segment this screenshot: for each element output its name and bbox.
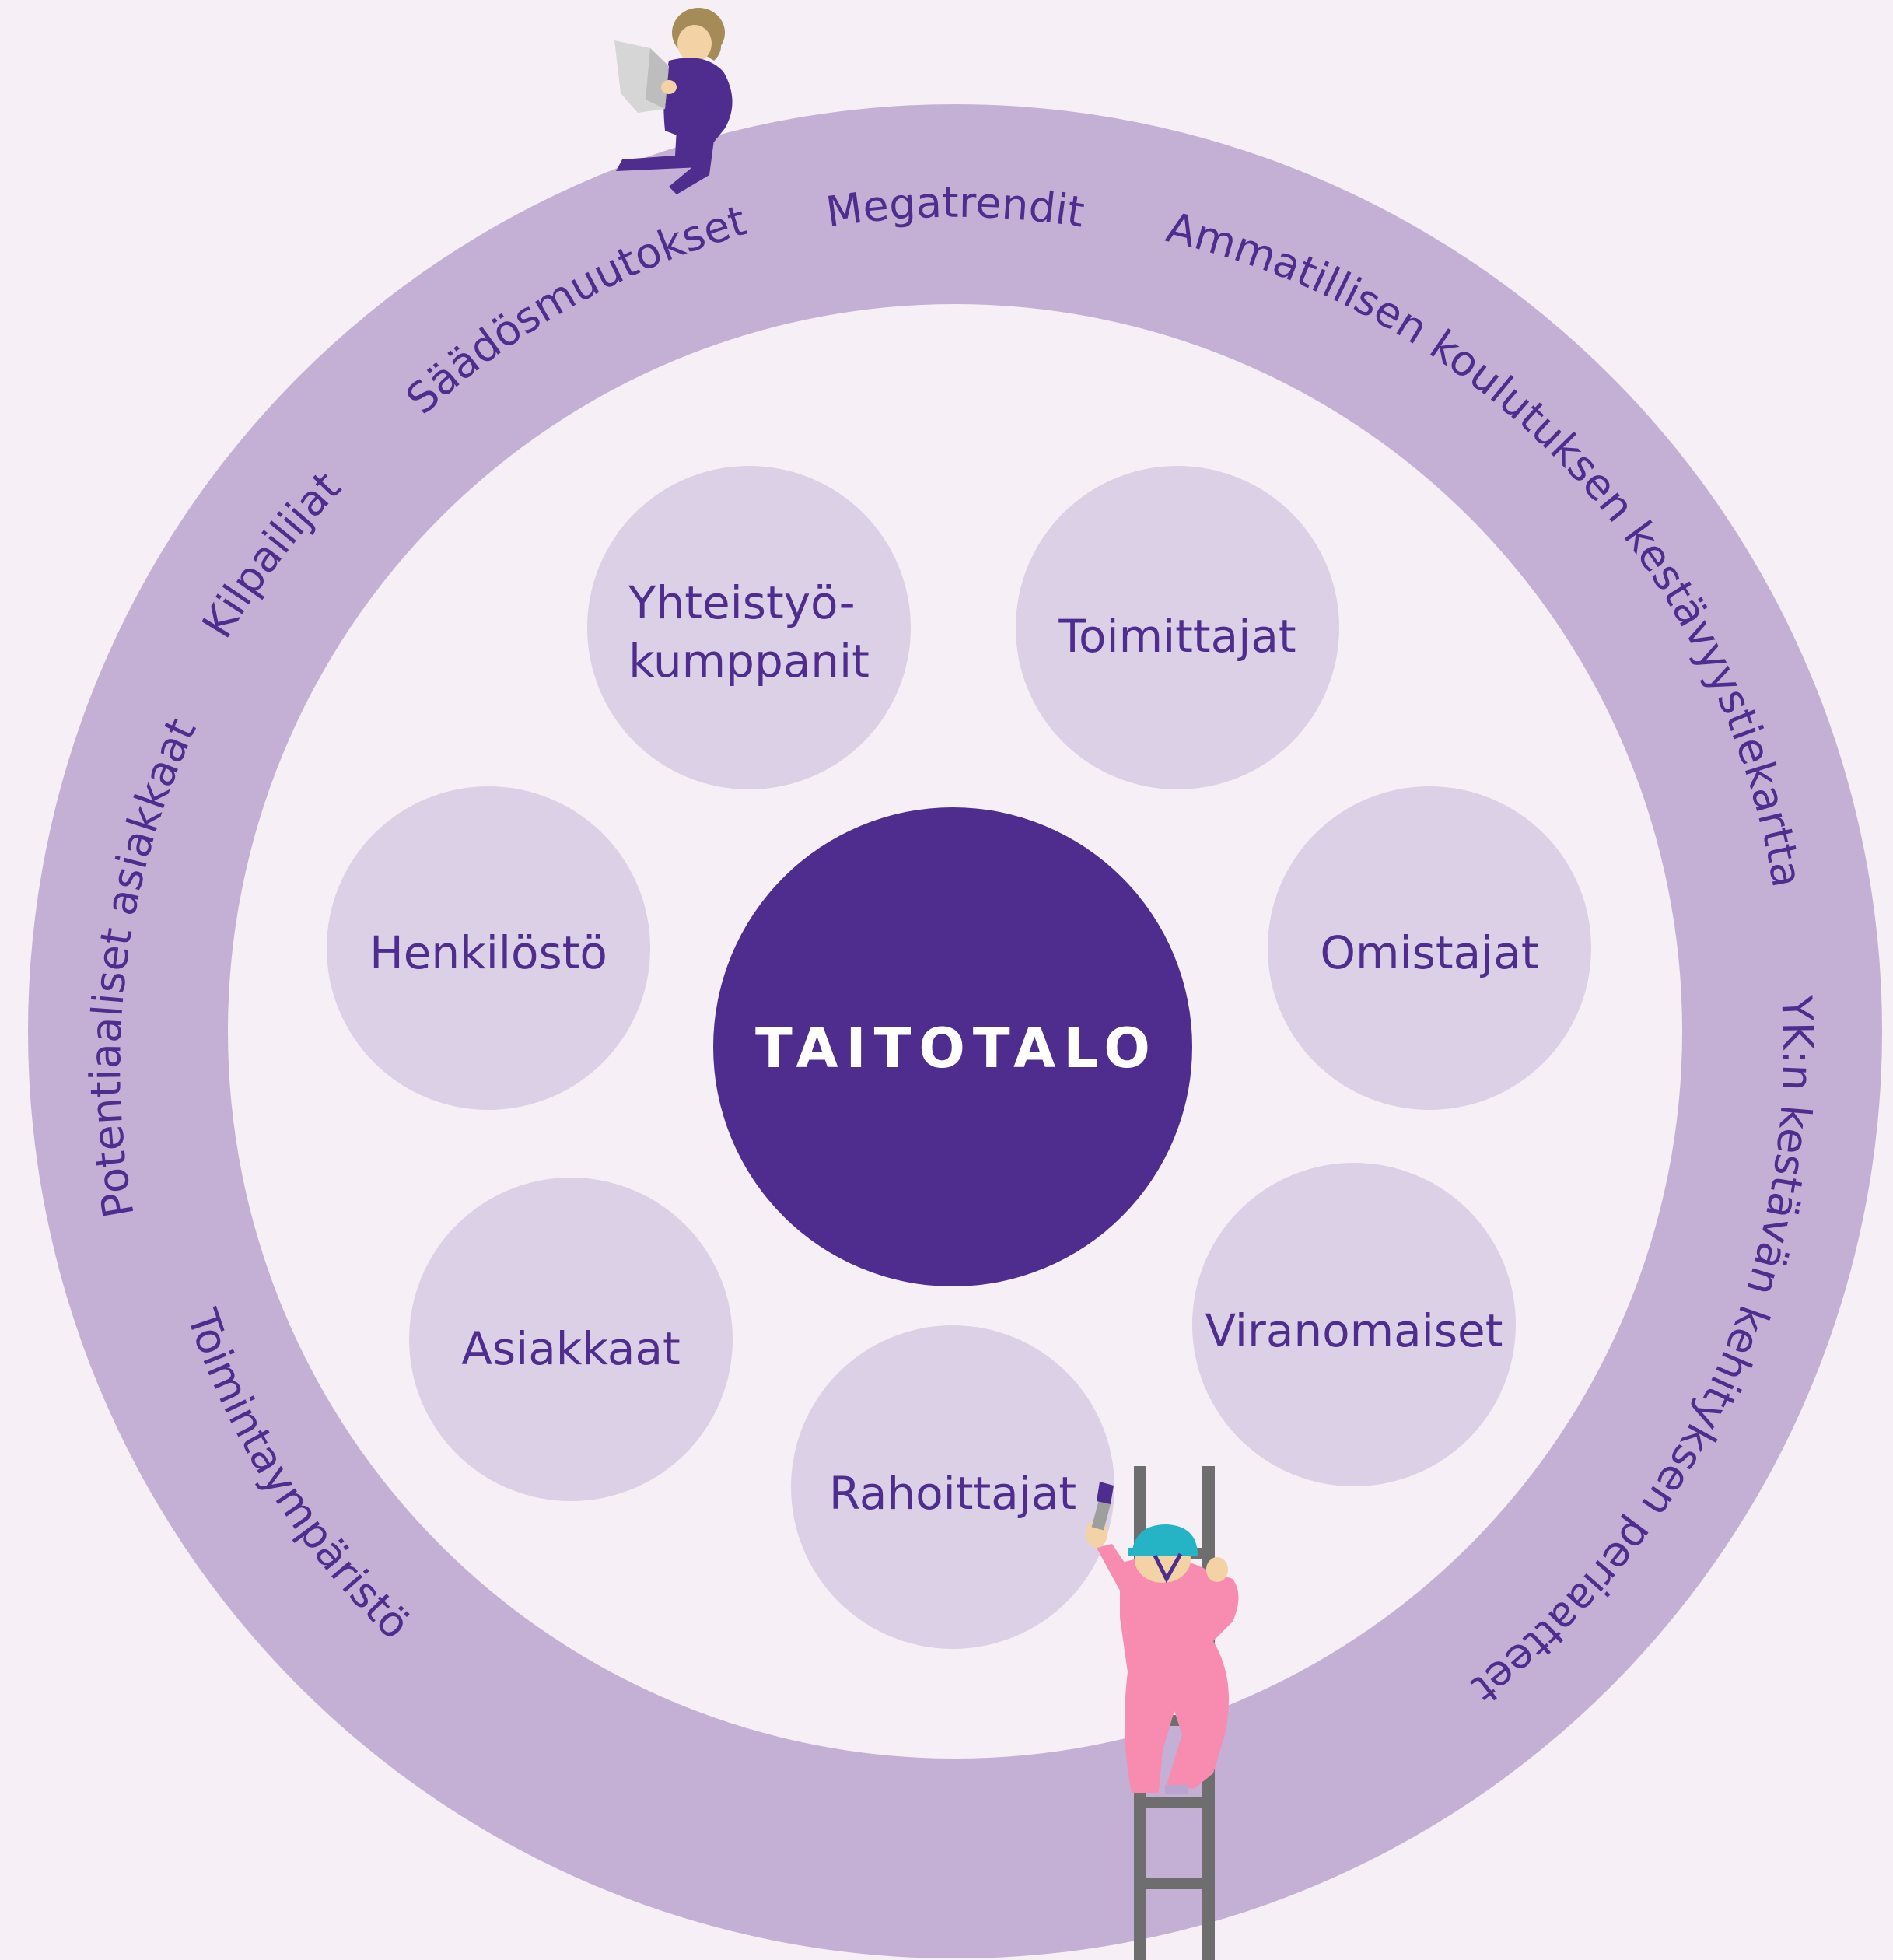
bubble (1192, 1163, 1516, 1486)
bubble (327, 786, 650, 1110)
stakeholder-authorities: Viranomaiset (1192, 1163, 1516, 1486)
center-circle (713, 807, 1192, 1286)
reading-person-icon (614, 8, 733, 194)
center-organization: TAITOTALO (713, 807, 1192, 1286)
stakeholder-label: Henkilöstö (369, 926, 607, 979)
stakeholder-label: Asiakkaat (461, 1322, 681, 1375)
stakeholder-owners: Omistajat (1268, 786, 1591, 1110)
bubble (409, 1178, 733, 1501)
bubble (1268, 786, 1591, 1110)
stakeholder-partners: Yhteistyö- kumppanit (587, 466, 911, 789)
stakeholder-label: Yhteistyö- (628, 576, 856, 629)
stakeholder-label: kumppanit (628, 635, 870, 688)
bubble (1016, 466, 1339, 789)
svg-text:Yhteistyö- kumppanit: Yhteistyö- kumppanit (628, 576, 870, 688)
bubble (791, 1325, 1114, 1649)
stakeholder-funders: Rahoittajat (791, 1325, 1114, 1649)
stakeholder-label: Toimittajat (1058, 610, 1296, 663)
center-label: TAITOTALO (755, 1017, 1158, 1080)
bubble (587, 466, 911, 789)
painter-on-ladder-icon (1086, 1466, 1239, 1960)
stakeholder-staff: Henkilöstö (327, 786, 650, 1110)
stakeholder-suppliers: Toimittajat (1016, 466, 1339, 789)
stakeholder-customers: Asiakkaat (409, 1178, 733, 1501)
stakeholder-label: Rahoittajat (829, 1467, 1076, 1520)
stakeholder-label: Omistajat (1320, 926, 1538, 979)
stakeholder-label: Viranomaiset (1205, 1304, 1503, 1357)
